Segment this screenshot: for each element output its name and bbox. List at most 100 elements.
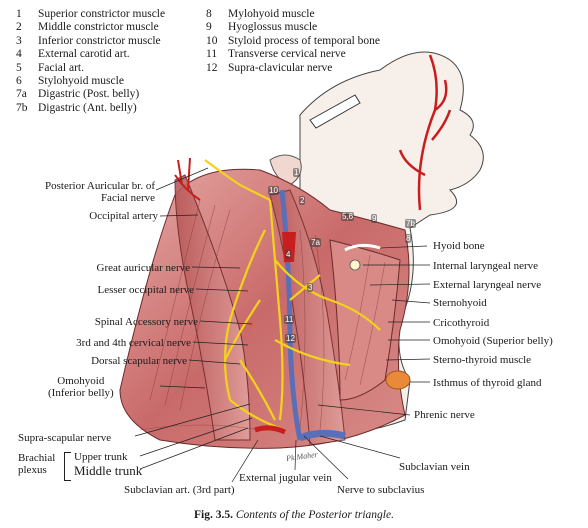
legend-item: 11 Transverse cervical nerve <box>206 48 380 61</box>
legend-number: 7b <box>16 101 28 114</box>
legend-text: Facial art. <box>38 61 84 74</box>
anterior-neck-muscles <box>329 239 401 401</box>
legend-number: 1 <box>16 8 22 20</box>
label-middle-trunk: Middle trunk <box>74 463 143 478</box>
label-sternothyroid: Sterno-thyroid muscle <box>433 354 532 366</box>
label-phrenic: Phrenic nerve <box>414 409 475 421</box>
legend-number: 3 <box>16 34 22 47</box>
legend-right: 8 Mylohyoid muscle 9 Hyoglossus muscle 10 Sty… <box>206 8 380 75</box>
legend-text: Digastric (Ant. belly) <box>38 101 137 114</box>
legend-text: Styloid process of temporal bone <box>228 34 381 47</box>
legend-item: 12 Supra-clavicular nerve <box>206 62 380 75</box>
figure-number: 12 <box>285 334 296 343</box>
figure-number: 9 <box>371 214 378 223</box>
ear <box>269 154 302 186</box>
legend-number: 2 <box>16 21 22 34</box>
figure-number: 3 <box>307 283 314 292</box>
label-supra-scapular: Supra-scapular nerve <box>18 432 112 444</box>
legend-text: Mylohyoid muscle <box>228 8 315 20</box>
label-external-jugular: External jugular vein <box>239 472 332 484</box>
label-line: (Inferior belly) <box>48 387 114 399</box>
plexus-brace <box>64 452 71 481</box>
legend-number: 11 <box>206 48 218 61</box>
label-isthmus: Isthmus of thyroid gland <box>433 377 542 389</box>
legend-number: 6 <box>16 75 22 88</box>
label-cervical-nerve: 3rd and 4th cervical nerve <box>76 337 191 349</box>
figure-number: 5,6 <box>341 212 355 221</box>
legend-item: 5 Facial art. <box>16 62 165 75</box>
legend-item: 7b Digastric (Ant. belly) <box>16 102 165 115</box>
label-omohyoid-inferior: Omohyoid (Inferior belly) <box>48 375 114 399</box>
legend-text: Middle constrictor muscle <box>38 21 159 34</box>
legend-text: Digastric (Post. belly) <box>38 88 140 101</box>
legend-number: 9 <box>206 21 212 34</box>
figure-number: 2 <box>299 196 306 205</box>
label-subclavian-artery: Subclavian art. (3rd part) <box>124 484 235 496</box>
styloid-process <box>309 94 361 129</box>
legend-text: Stylohyoid muscle <box>38 75 124 88</box>
occipital-artery <box>174 157 201 201</box>
label-sternohyoid: Sternohyoid <box>433 297 487 309</box>
caption-title: Contents of the Posterior triangle. <box>235 509 394 521</box>
legend-number: 7a <box>16 88 27 101</box>
label-line: Facial nerve <box>100 192 155 204</box>
figure-number: 11 <box>284 315 295 324</box>
figure-number: 8 <box>405 234 412 243</box>
legend-item: 8 Mylohyoid muscle <box>206 8 380 21</box>
label-spinal-accessory: Spinal Accessory nerve <box>94 316 198 328</box>
legend-text: Transverse cervical nerve <box>228 48 346 61</box>
hyoid-bone <box>344 243 381 252</box>
figure-number: 4 <box>285 250 292 259</box>
label-subclavian-vein: Subclavian vein <box>399 461 470 473</box>
leader-lines <box>134 167 431 483</box>
thyroid-isthmus <box>385 370 411 390</box>
figure-number: 10 <box>268 186 279 195</box>
label-line: plexus <box>18 464 47 476</box>
subclavian-artery <box>254 425 287 435</box>
hyoid-knob <box>349 259 361 271</box>
figure-number: 1 <box>293 168 300 177</box>
label-internal-laryngeal: Internal laryngeal nerve <box>433 260 539 272</box>
legend-number: 8 <box>206 8 212 20</box>
figure-caption: Fig. 3.5. Contents of the Posterior tria… <box>0 509 588 521</box>
label-lesser-occipital: Lesser occipital nerve <box>97 284 194 296</box>
legend-left: 1 Superior constrictor muscle 2 Middle cons… <box>16 8 165 115</box>
legend-text: Inferior constrictor muscle <box>38 34 161 47</box>
label-line: Posterior Auricular br. of <box>45 180 155 192</box>
label-omohyoid-superior: Omohyoid (Superior belly) <box>433 335 553 347</box>
legend-text: Supra-clavicular nerve <box>228 61 333 74</box>
label-upper-trunk: Upper trunk <box>74 451 128 463</box>
label-brachial-plexus: Brachial plexus <box>18 452 55 476</box>
legend-number: 5 <box>16 61 22 74</box>
label-dorsal-scapular: Dorsal scapular nerve <box>91 355 187 367</box>
facial-artery-branches <box>398 54 452 211</box>
figure-number: 7b <box>405 219 416 228</box>
label-cricothyroid: Cricothyroid <box>433 317 490 329</box>
legend-number: 10 <box>206 34 218 47</box>
sternocleidomastoid <box>174 174 251 441</box>
label-great-auricular: Great auricular nerve <box>96 262 190 274</box>
legend-text: External carotid art. <box>38 48 130 61</box>
figure-number: 7a <box>310 238 321 247</box>
legend-item: 2 Middle constrictor muscle <box>16 21 165 34</box>
legend-text: Superior constrictor muscle <box>38 8 166 20</box>
subclavian-vein <box>298 429 346 442</box>
label-posterior-auricular: Posterior Auricular br. of Facial nerve <box>45 180 155 204</box>
legend-item: 9 Hyoglossus muscle <box>206 21 380 34</box>
legend-item: 7a Digastric (Post. belly) <box>16 88 165 101</box>
label-line: Omohyoid <box>57 375 105 387</box>
label-occipital-artery: Occipital artery <box>89 210 158 222</box>
caption-fig-number: Fig. 3.5. <box>194 509 233 521</box>
legend-number: 4 <box>16 48 22 61</box>
label-external-laryngeal: External laryngeal nerve <box>433 279 542 291</box>
legend-text: Hyoglossus muscle <box>228 21 318 34</box>
label-hyoid-bone: Hyoid bone <box>433 240 485 252</box>
label-nerve-subclavius: Nerve to subclavius <box>337 484 425 496</box>
legend-item: 10 Styloid process of temporal bone <box>206 35 380 48</box>
legend-item: 1 Superior constrictor muscle <box>16 8 165 21</box>
legend-item: 4 External carotid art. <box>16 48 165 61</box>
nerves <box>204 159 381 432</box>
legend-number: 12 <box>206 61 218 74</box>
